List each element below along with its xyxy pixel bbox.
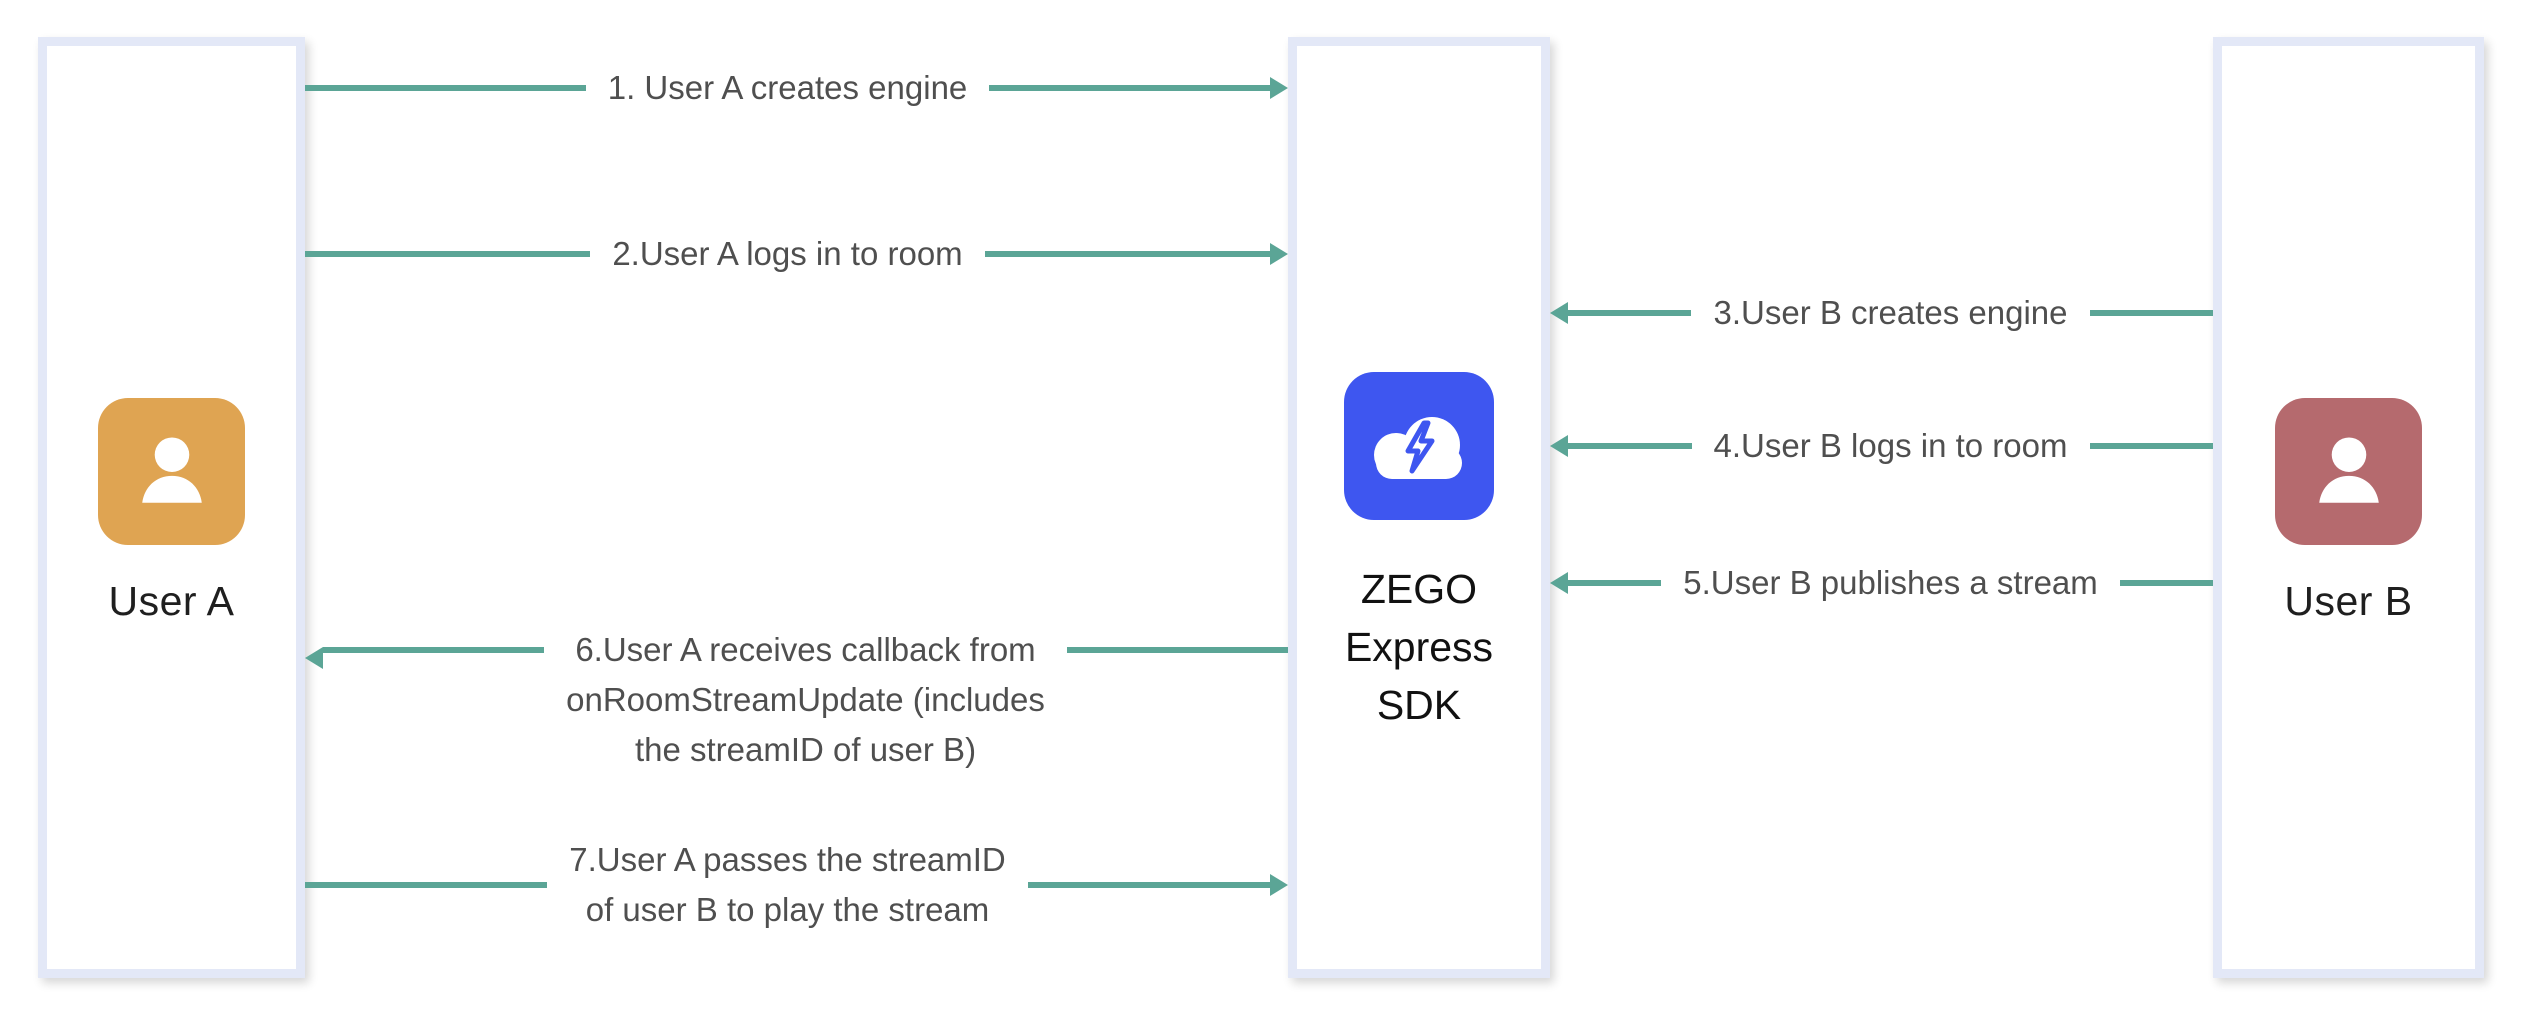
zego-sdk-label-line3: SDK	[1376, 682, 1462, 728]
message-3-label: 3.User B creates engine	[1713, 294, 2068, 331]
message-5-label: 5.User B publishes a stream	[1683, 564, 2098, 601]
message-6-line	[1066, 647, 1288, 653]
lifeline-zego-sdk-content: ZEGO Express SDK	[1297, 372, 1541, 734]
zego-sdk-label-line2: Express	[1344, 624, 1494, 670]
message-4-label: 4.User B logs in to room	[1713, 427, 2068, 464]
message-4-line	[1568, 443, 1692, 449]
message-2-line	[984, 251, 1270, 257]
user-a-avatar-icon	[98, 398, 245, 545]
message-6-arrow: 6.User A receives callback from onRoomSt…	[305, 625, 1288, 775]
message-3-line	[1568, 310, 1692, 316]
message-1-arrow: 1. User A creates engine	[305, 63, 1288, 113]
arrowhead-left-icon	[1550, 572, 1568, 594]
cloud-bolt-icon	[1344, 372, 1494, 520]
person-icon	[2318, 436, 2379, 503]
message-7-arrow: 7.User A passes the streamID of user B t…	[305, 835, 1288, 935]
lifeline-zego-sdk: ZEGO Express SDK	[1288, 37, 1550, 978]
zego-sdk-label-line1: ZEGO	[1360, 566, 1478, 612]
message-7-label: 7.User A passes the streamID of user B t…	[569, 841, 1006, 928]
message-7-line	[1027, 882, 1270, 888]
cloud-lightning-icon	[1374, 417, 1462, 479]
arrowhead-left-icon	[1550, 302, 1568, 324]
message-1-line	[305, 85, 586, 91]
arrowhead-left-icon	[1550, 435, 1568, 457]
arrowhead-right-icon	[1270, 243, 1288, 265]
message-5-arrow: 5.User B publishes a stream	[1550, 558, 2214, 608]
lifeline-user-a: User A	[38, 37, 305, 978]
message-5-line	[1568, 580, 1662, 586]
user-a-label: User A	[108, 578, 235, 624]
message-6-label: 6.User A receives callback from onRoomSt…	[566, 631, 1045, 768]
user-b-avatar-icon	[2275, 398, 2422, 545]
message-7-line	[305, 882, 548, 888]
lifeline-user-b-content: User B	[2222, 398, 2475, 626]
message-2-arrow: 2.User A logs in to room	[305, 229, 1288, 279]
message-4-line	[2089, 443, 2214, 449]
message-1-line	[989, 85, 1270, 91]
lifeline-user-b: User B	[2213, 37, 2484, 978]
arrowhead-right-icon	[1270, 874, 1288, 896]
arrowhead-right-icon	[1270, 77, 1288, 99]
lifeline-user-a-content: User A	[47, 398, 296, 626]
message-1-label: 1. User A creates engine	[607, 69, 968, 106]
message-2-line	[305, 251, 591, 257]
message-2-label: 2.User A logs in to room	[612, 235, 963, 272]
message-4-arrow: 4.User B logs in to room	[1550, 421, 2214, 471]
arrowhead-left-icon	[305, 647, 323, 669]
zego-sdk-label: ZEGO Express SDK	[1345, 560, 1493, 734]
message-6-line	[323, 647, 545, 653]
message-3-arrow: 3.User B creates engine	[1550, 288, 2213, 338]
person-icon	[141, 436, 202, 503]
user-b-label: User B	[2284, 578, 2413, 624]
message-5-line	[2119, 580, 2214, 586]
message-3-line	[2089, 310, 2213, 316]
